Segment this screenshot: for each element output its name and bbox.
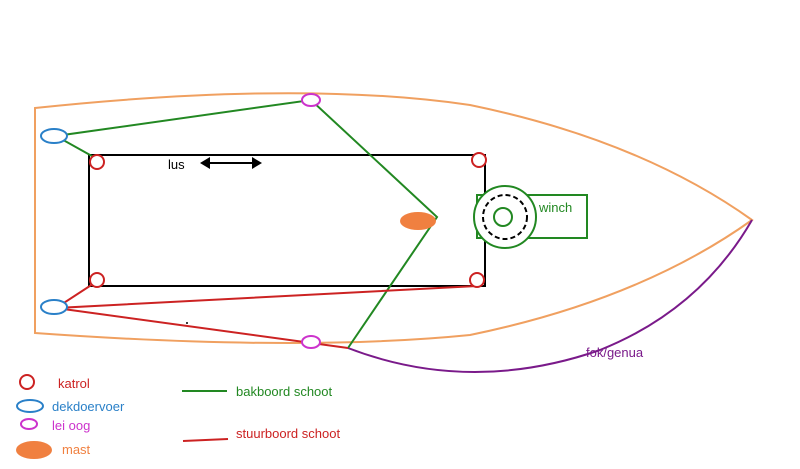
legend-katrol-icon	[19, 374, 35, 390]
bakboord-schoot-line	[52, 98, 439, 349]
legend-stuurboord-schoot-label: stuurboord schoot	[236, 426, 340, 441]
stuurboord-schoot-line-2	[55, 307, 349, 349]
stray-dot	[186, 322, 188, 324]
lus-label: lus	[168, 157, 185, 172]
hull-outline	[34, 92, 754, 345]
legend-katrol-label: katrol	[58, 376, 90, 391]
legend-mast-icon	[16, 441, 52, 459]
stuurboord-schoot-line	[52, 279, 478, 310]
dekdoervoer-icon	[40, 299, 68, 315]
legend-lei-oog-label: lei oog	[52, 418, 90, 433]
mast-icon	[400, 212, 436, 230]
lus-arrow-icon	[200, 157, 262, 169]
legend-stuurboord-schoot-line	[182, 438, 229, 442]
lei-oog-icon	[301, 335, 321, 349]
winch-icon	[473, 185, 588, 249]
fok-genua-label: fok/genua	[586, 345, 644, 360]
legend-mast-label: mast	[62, 442, 91, 457]
fok-genua-sail	[347, 219, 753, 373]
legend-bakboord-schoot-label: bakboord schoot	[236, 384, 333, 399]
winch-label: winch	[538, 200, 572, 215]
legend-dekdoervoer-icon	[16, 399, 44, 413]
lei-oog-icon	[301, 93, 321, 107]
katrol-icon	[471, 152, 487, 168]
legend: katrol dekdoervoer lei oog mast bakboord…	[16, 374, 340, 459]
legend-lei-oog-icon	[20, 418, 38, 430]
katrol-icon	[89, 272, 105, 288]
katrol-icon	[469, 272, 485, 288]
dekdoervoer-icon	[40, 128, 68, 144]
katrol-icon	[89, 154, 105, 170]
legend-dekdoervoer-label: dekdoervoer	[52, 399, 125, 414]
